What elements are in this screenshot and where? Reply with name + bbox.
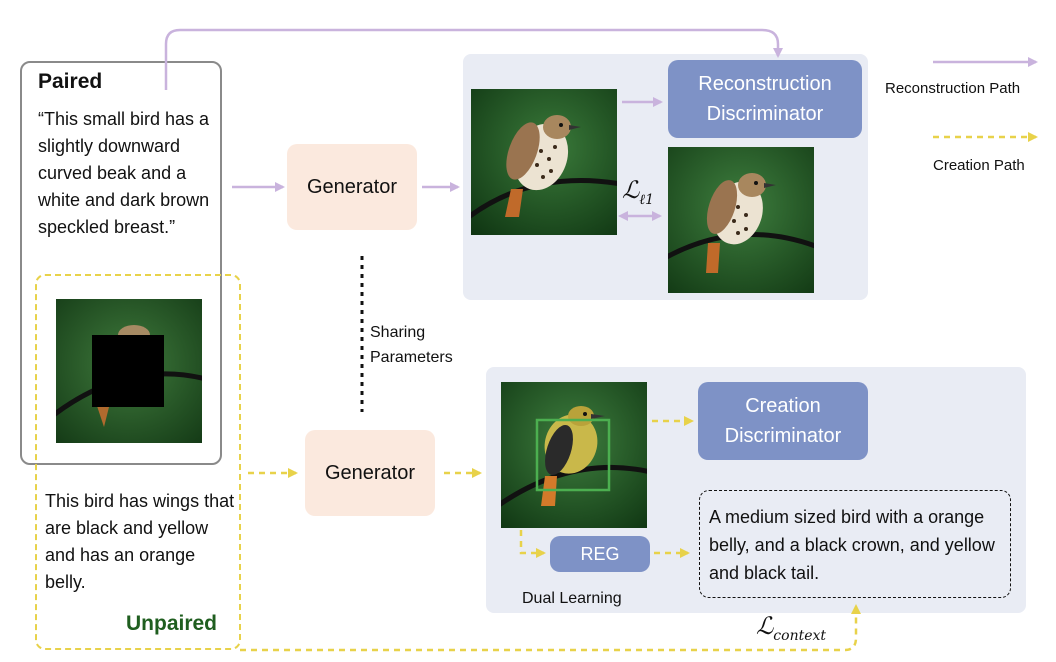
recon-disc-line1: Reconstruction	[698, 73, 832, 95]
creation-disc-line1: Creation	[745, 395, 821, 417]
created-bird-image	[501, 382, 647, 528]
paired-caption: “This small bird has a slightly downward…	[38, 109, 210, 237]
paired-box	[20, 61, 222, 465]
loss-context-subscript: context	[773, 627, 827, 644]
dual-learning-label: Dual Learning	[522, 590, 622, 607]
loss-l1-subscript: ℓ1	[639, 191, 655, 208]
sharing-parameters-label: Sharing Parameters	[370, 320, 453, 370]
loss-context-symbol: ℒ	[756, 612, 774, 640]
unpaired-box	[35, 274, 241, 650]
recon-disc-line2: Discriminator	[706, 103, 824, 125]
generated-bird-image	[668, 147, 814, 293]
sharing-line2: Parameters	[370, 349, 453, 366]
generator-bottom: Generator	[305, 430, 435, 516]
legend-creation-label: Creation Path	[933, 157, 1025, 174]
paired-title: Paired	[38, 70, 103, 93]
generated-text: A medium sized bird with a orange belly,…	[709, 507, 995, 583]
reg-box: REG	[550, 536, 650, 572]
unpaired-caption: This bird has wings that are black and y…	[45, 491, 235, 592]
loss-context-label: ℒcontext	[756, 612, 826, 644]
unpaired-title: Unpaired	[126, 612, 218, 635]
creation-discriminator: Creation Discriminator	[698, 382, 868, 460]
legend-reconstruction-label: Reconstruction Path	[885, 80, 1021, 97]
generated-text-box	[699, 490, 1011, 598]
loss-l1-symbol: ℒ	[622, 176, 640, 204]
real-bird-image	[471, 89, 617, 235]
loss-l1-label: ℒℓ1	[622, 176, 654, 209]
creation-disc-line2: Discriminator	[724, 425, 842, 447]
generator-top: Generator	[287, 144, 417, 230]
reconstruction-discriminator: Reconstruction Discriminator	[668, 60, 862, 138]
sharing-line1: Sharing	[370, 324, 426, 341]
masked-bird-image	[56, 299, 202, 443]
